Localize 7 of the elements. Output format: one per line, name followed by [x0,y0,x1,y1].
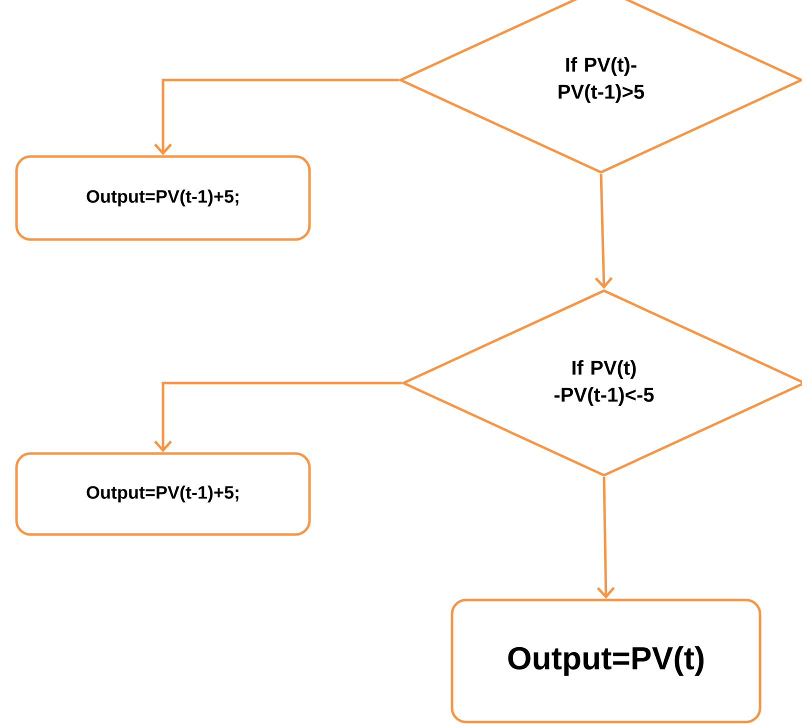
process-box: Output=PV(t) [450,598,762,724]
process-box: Output=PV(t-1)+5; [15,452,311,536]
process-box: Output=PV(t-1)+5; [15,155,311,241]
arrow [594,174,613,289]
arrow [596,477,615,599]
arrow [154,78,399,156]
arrow [154,382,402,452]
